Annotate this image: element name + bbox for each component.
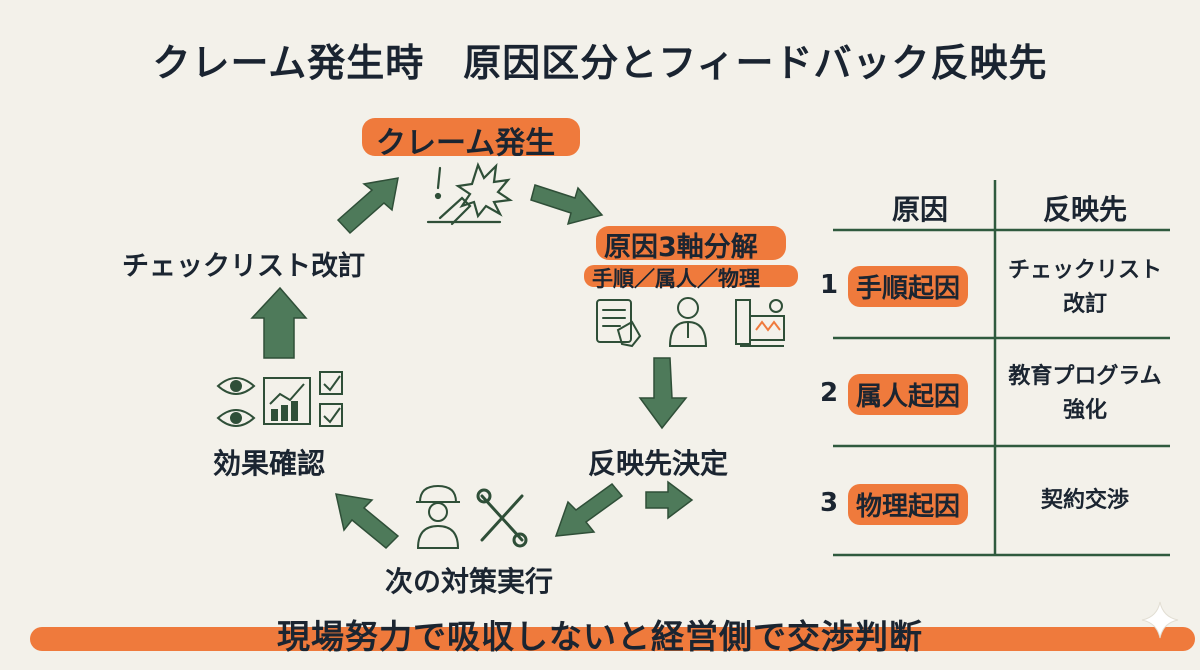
node-decide: 反映先決定 xyxy=(588,447,729,480)
table-row-1-number: 1 xyxy=(820,270,839,300)
node-revise: チェックリスト改訂 xyxy=(122,251,365,282)
checkbox-icon xyxy=(319,371,343,427)
node-verify: 効果確認 xyxy=(213,447,326,480)
person-icon xyxy=(668,297,708,347)
claim-burst-icon xyxy=(426,161,514,226)
decompose-sub-highlight xyxy=(584,265,798,287)
arrow-verify-to-revise xyxy=(250,286,308,359)
table-row-2-target-line1: 教育プログラム xyxy=(1008,364,1162,389)
tools-icon xyxy=(476,488,528,548)
page-title: クレーム発生時 原因区分とフィードバック反映先 xyxy=(152,41,1048,85)
table-row-2-cause: 属人起因 xyxy=(848,374,969,415)
node-claim: クレーム発生 xyxy=(376,126,556,161)
arrow-decompose-to-decide xyxy=(638,357,688,430)
table-header-cause: 原因 xyxy=(891,193,948,226)
table-row-3-cause: 物理起因 xyxy=(848,484,969,525)
table-lines xyxy=(833,180,1170,557)
chart-icon xyxy=(263,377,311,425)
arrow-execute-to-verify xyxy=(335,493,400,550)
table-row-1-cause: 手順起因 xyxy=(848,266,969,307)
bottom-highlight-bar xyxy=(30,627,1195,651)
arrow-decide-to-execute xyxy=(554,482,624,537)
table-row-2-target-line2: 強化 xyxy=(1062,398,1107,423)
table-row-1-target-line1: チェックリスト xyxy=(1007,258,1162,283)
table-row-3-number: 3 xyxy=(820,488,839,518)
bottom-message: 現場努力で吸収しないと経営側で交渉判断 xyxy=(277,617,923,656)
node-decompose: 原因3軸分解 xyxy=(604,232,758,263)
arrow-revise-to-claim xyxy=(336,177,399,235)
node-execute: 次の対策実行 xyxy=(385,565,554,598)
machine-icon xyxy=(735,299,785,347)
node-decompose-sub: 手順／属人／物理 xyxy=(592,267,760,291)
decompose-highlight xyxy=(596,226,786,260)
claim-highlight xyxy=(362,118,580,156)
sparkle-icon xyxy=(1141,601,1179,639)
document-icon xyxy=(596,299,642,348)
table-header-target: 反映先 xyxy=(1042,193,1127,226)
worker-helmet-icon xyxy=(416,484,460,549)
table-row-2-number: 2 xyxy=(820,378,839,408)
table-row-3-target-line1: 契約交渉 xyxy=(1040,488,1129,513)
table-row-1-target-line2: 改訂 xyxy=(1062,292,1107,317)
arrow-claim-to-decompose xyxy=(530,184,604,226)
arrow-decide-to-table xyxy=(645,480,694,520)
eye-icon xyxy=(216,377,256,427)
